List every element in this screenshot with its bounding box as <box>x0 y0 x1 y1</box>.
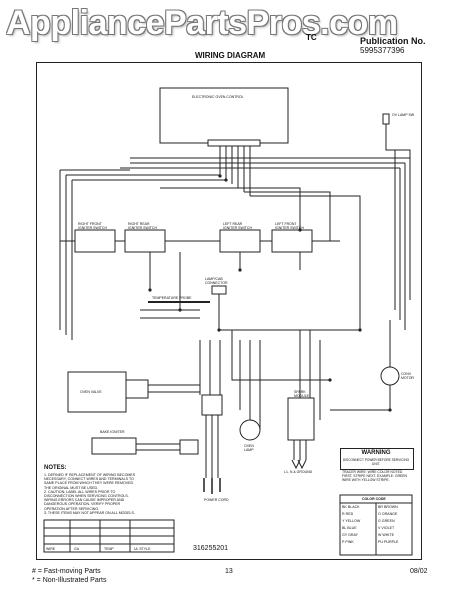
right-front-switch <box>74 229 116 253</box>
oven-lamp <box>239 419 261 441</box>
igniter-connector <box>179 439 199 455</box>
bake-igniter <box>91 437 137 455</box>
right-rear-label: RIGHT REAR IGNITER SWITCH <box>128 222 157 230</box>
left-rear-switch <box>219 229 261 253</box>
ground-label: L1, N & GROUND <box>284 470 313 474</box>
warning-text: DISCONNECT POWER BEFORE SERVICING UNIT. <box>342 458 410 466</box>
table-header-wire: WIRE <box>46 547 56 551</box>
tracer-text: TRACER WIRE: WIRE COLOR NOTED FIRST, STR… <box>342 470 407 482</box>
notes-list: 1. DEFINED IF REPLACEMENT OF WIRING BECO… <box>44 473 136 515</box>
oven-valve-label: OVEN VALVE <box>80 390 102 394</box>
fast-moving-legend: # = Fast-moving Parts <box>32 568 101 575</box>
right-rear-switch <box>124 229 166 253</box>
left-front-switch <box>271 229 313 253</box>
color-code-row: V VIOLET <box>378 526 395 530</box>
table-header-ga: GA <box>74 547 80 551</box>
note-item: 1. DEFINED IF REPLACEMENT OF WIRING BECO… <box>44 473 136 490</box>
color-code-row: R RED <box>342 512 354 516</box>
warning-box <box>340 448 414 470</box>
lamp-connector-label: LAMP/CAB CONNECTOR <box>205 277 228 285</box>
bake-igniter-label: BAKE IGNITER <box>100 430 125 434</box>
color-code-row: O ORANGE <box>378 512 398 516</box>
color-code-row: PU PURPLE <box>378 540 399 544</box>
notes-title: NOTES: <box>44 465 67 471</box>
color-code-row: BK BLACK <box>342 505 360 509</box>
lamp-connector <box>211 285 227 295</box>
left-rear-label: LEFT REAR IGNITER SWITCH <box>223 222 252 230</box>
diagram-frame <box>36 62 422 560</box>
color-code-row: BL BLUE <box>342 526 357 530</box>
publication-number: 5995377396 <box>360 46 405 55</box>
table-header-ul: UL STYLE <box>134 547 151 551</box>
watermark: AppliancePartsPros.com <box>6 4 398 42</box>
non-illustrated-legend: * = Non-Illustrated Parts <box>32 577 107 584</box>
lamp-switch <box>382 113 390 125</box>
temp-probe-label: TEMPERATURE PROBE <box>152 296 192 300</box>
conv-motor <box>380 366 400 386</box>
publication-label: Publication No. <box>360 36 426 46</box>
color-code-row: G GREEN <box>378 519 395 523</box>
color-code-row: BR BROWN <box>378 505 398 509</box>
warning-title: WARNING <box>361 450 391 456</box>
oven-lamp-label: OVEN LAMP <box>244 444 254 452</box>
power-cord-label: POWER CORD <box>204 498 229 502</box>
note-item: 2. CAUTION: LABEL ALL WIRES PRIOR TO DIS… <box>44 489 129 511</box>
diagram-title: WIRING DIAGRAM <box>195 51 266 60</box>
color-code-title: COLOR CODE <box>362 497 386 501</box>
control-connector <box>207 139 261 147</box>
spark-module-label: SPARK MODULE <box>294 390 309 398</box>
terminal-block <box>201 394 223 416</box>
publication-block: Publication No. 5995377396 <box>360 36 426 56</box>
valve-terminals <box>125 379 149 399</box>
page-number: 13 <box>225 568 233 575</box>
spark-module <box>287 397 315 441</box>
left-front-label: LEFT FRONT IGNITER SWITCH <box>275 222 304 230</box>
color-code-row: W WHITE <box>378 533 394 537</box>
right-front-label: RIGHT FRONT IGNITER SWITCH <box>78 222 107 230</box>
color-code-row: Y YELLOW <box>342 519 361 523</box>
model-number: TC <box>306 33 317 42</box>
oven-control-label: ELECTRONIC OVEN CONTROL <box>192 95 244 99</box>
table-header-temp: TEMP <box>104 547 114 551</box>
drawing-number: 316255201 <box>193 545 229 552</box>
note-item: 3. THESE ITEMS MAY NOT APPEAR ON ALL MOD… <box>44 510 135 515</box>
lamp-switch-label: OV LAMP SW <box>392 113 415 117</box>
conv-motor-label: CONV MOTOR <box>401 372 414 380</box>
color-code-row: P PINK <box>342 540 354 544</box>
color-code-row: GY GRAY <box>342 533 359 537</box>
revision-date: 08/02 <box>410 568 428 575</box>
